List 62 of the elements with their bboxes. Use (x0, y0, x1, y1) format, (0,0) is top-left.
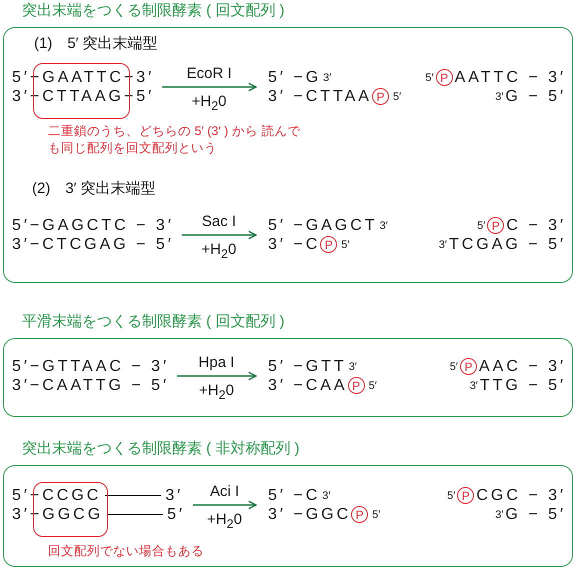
subheading: (2) 3′ 突出末端型 (32, 179, 156, 198)
end-label: 3′ (348, 360, 357, 372)
strand-sequence: 5′ −C (268, 486, 320, 504)
phosphate-circle: P (457, 487, 474, 504)
strand-sequence: 5′ −GAGCT (268, 216, 378, 234)
subheading: (1) 5′ 突出末端型 (34, 34, 158, 53)
section-heading: 突出末端をつくる制限酵素 ( 回文配列 ) (22, 1, 284, 20)
end-label: 3′ (380, 220, 388, 232)
end-label: 3′ (323, 72, 332, 84)
end-label: 5′ (392, 90, 402, 102)
section-heading: 平滑末端をつくる制限酵素 ( 回文配列 ) (22, 312, 284, 331)
strand-sequence: 5′−GTTAAC − 3′ (12, 358, 170, 376)
phosphate-circle: P (320, 236, 338, 253)
end-label: 3′ (438, 238, 447, 250)
strand-sequence: 5′ (167, 506, 186, 524)
strand-sequence: 3′−CAATTG − 5′ (12, 376, 170, 394)
end-label: 3′ (322, 490, 330, 502)
strand-sequence: 3′ −GGC (268, 506, 352, 524)
note-text: 回文配列でない場合もある (48, 543, 205, 560)
reagent-label: +H$_{2}$0 (192, 93, 226, 113)
strand-sequence: TCGAG − 5′ (448, 236, 566, 254)
phosphate-circle: P (348, 377, 365, 394)
end-label: 5′ (368, 380, 377, 392)
strand-sequence: TTG − 5′ (480, 376, 566, 394)
edge-label: Hpa I (198, 354, 234, 371)
strand-sequence: 3′ −CAA (268, 376, 348, 394)
arrow (182, 230, 257, 240)
strand-sequence: AATTC − 3′ (454, 68, 566, 86)
strand-sequence: 5′ −GTT (268, 358, 347, 376)
phosphate-circle: P (436, 69, 453, 86)
strand-sequence: G − 5′ (505, 506, 566, 524)
strand-sequence: 3′ (165, 486, 184, 504)
end-label: 5′ (372, 508, 380, 520)
end-label: 3′ (495, 508, 504, 520)
end-label: 3′ (470, 380, 478, 392)
end-label: 5′ (425, 72, 434, 84)
end-label: 5′ (341, 238, 350, 250)
strand-sequence: C − 3′ (506, 216, 566, 234)
end-label: 3′ (495, 90, 504, 102)
strand-sequence: 5′−GAGCTC − 3′ (12, 216, 174, 234)
arrow (162, 82, 257, 92)
phosphate-circle: P (460, 358, 477, 375)
strand-sequence: AAC − 3′ (478, 358, 566, 376)
reagent-label: +H$_{2}$0 (207, 511, 242, 531)
arrow (177, 372, 257, 380)
phosphate-circle: P (351, 506, 368, 523)
reagent-label: +H$_{2}$0 (199, 382, 234, 402)
arrow (193, 500, 257, 510)
phosphate-circle: P (487, 217, 504, 234)
strand-sequence: 3′−CTCGAG − 5′ (12, 236, 174, 254)
phosphate-circle: P (372, 88, 389, 105)
strand-sequence: CGC − 3′ (476, 486, 566, 504)
end-label: 5′ (447, 490, 456, 502)
strand-sequence: G − 5′ (505, 88, 566, 106)
section-heading: 突出末端をつくる制限酵素 ( 非対称配列 ) (22, 439, 300, 458)
strand-sequence: 3′ −C (268, 236, 320, 254)
reagent-label: +H$_{2}$0 (201, 241, 236, 261)
end-label: 5′ (450, 360, 458, 372)
strand-sequence: 3′ −CTTAA (268, 88, 372, 106)
end-label: 5′ (477, 220, 486, 232)
strand-sequence: 5′ −G (268, 68, 322, 86)
note-text: 二重鎖のうち、どちらの 5′ (3′ ) から 読んでも同じ配列を回文配列という (48, 123, 302, 157)
